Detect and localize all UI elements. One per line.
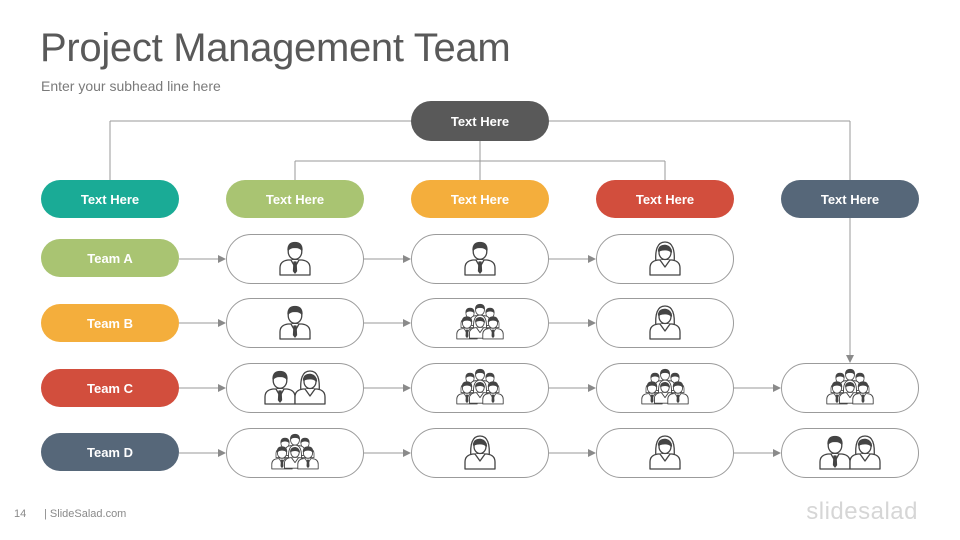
team-member-cell xyxy=(226,298,364,348)
people-woman-icon xyxy=(448,433,512,473)
column-head-label: Text Here xyxy=(820,191,880,207)
people-man-icon xyxy=(448,239,512,279)
column-head-1[interactable]: Text Here xyxy=(41,180,179,218)
team-member-cell xyxy=(596,428,734,478)
team-member-cell xyxy=(226,234,364,284)
team-label: Team D xyxy=(87,444,133,460)
team-member-cell xyxy=(596,234,734,284)
team-member-cell xyxy=(781,363,919,413)
page-subtitle: Enter your subhead line here xyxy=(41,78,221,94)
people-couple-icon xyxy=(263,368,327,408)
root-node-label: Text Here xyxy=(450,113,510,129)
footer-site[interactable]: | SlideSalad.com xyxy=(44,508,127,520)
column-head-5[interactable]: Text Here xyxy=(781,180,919,218)
team-a-label[interactable]: Team A xyxy=(41,239,179,277)
column-head-label: Text Here xyxy=(635,191,695,207)
people-woman-icon xyxy=(633,239,697,279)
people-group-icon xyxy=(448,368,512,408)
team-member-cell xyxy=(411,363,549,413)
team-member-cell xyxy=(411,234,549,284)
team-label: Team C xyxy=(87,380,133,396)
team-b-label[interactable]: Team B xyxy=(41,304,179,342)
column-head-label: Text Here xyxy=(80,191,140,207)
team-member-cell xyxy=(226,428,364,478)
people-group-icon xyxy=(263,433,327,473)
team-member-cell xyxy=(411,428,549,478)
team-member-cell xyxy=(781,428,919,478)
column-head-2[interactable]: Text Here xyxy=(226,180,364,218)
people-couple-icon xyxy=(818,433,882,473)
column-head-label: Text Here xyxy=(450,191,510,207)
people-man-icon xyxy=(263,239,327,279)
people-group-icon xyxy=(633,368,697,408)
team-label: Team B xyxy=(87,315,133,331)
page-number: 14 xyxy=(14,508,27,520)
column-head-4[interactable]: Text Here xyxy=(596,180,734,218)
team-member-cell xyxy=(226,363,364,413)
people-man-icon xyxy=(263,303,327,343)
team-member-cell xyxy=(596,298,734,348)
people-group-icon xyxy=(448,303,512,343)
people-woman-icon xyxy=(633,433,697,473)
team-label: Team A xyxy=(87,250,133,266)
brand-logo: slidesalad xyxy=(806,498,918,525)
people-woman-icon xyxy=(633,303,697,343)
team-c-label[interactable]: Team C xyxy=(41,369,179,407)
column-head-label: Text Here xyxy=(265,191,325,207)
team-d-label[interactable]: Team D xyxy=(41,433,179,471)
team-member-cell xyxy=(596,363,734,413)
team-member-cell xyxy=(411,298,549,348)
page-title: Project Management Team xyxy=(40,26,511,70)
column-head-3[interactable]: Text Here xyxy=(411,180,549,218)
people-group-icon xyxy=(818,368,882,408)
root-node[interactable]: Text Here xyxy=(411,101,549,141)
